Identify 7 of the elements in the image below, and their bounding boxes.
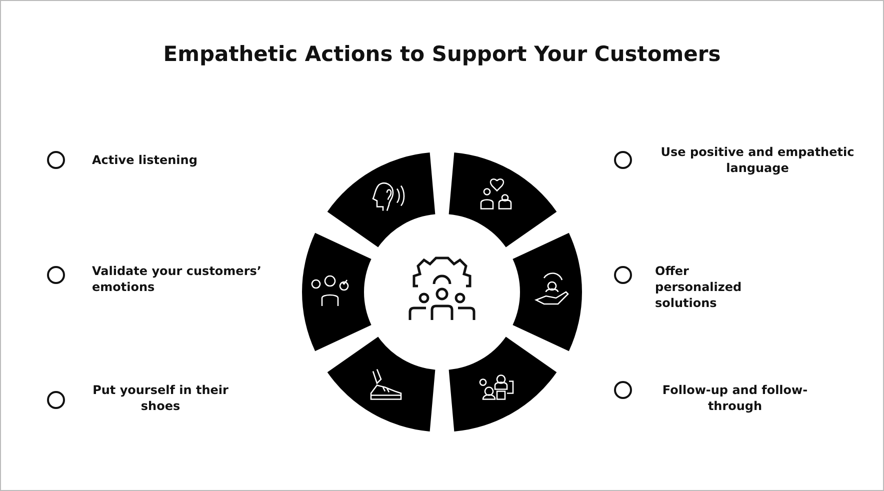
action-label: Offer personalized solutions: [655, 263, 743, 311]
action-label: Put yourself in their shoes: [92, 382, 230, 414]
action-label: Follow-up and follow-through: [661, 382, 809, 414]
action-label: Validate your customers’ emotions: [92, 263, 262, 295]
title: Empathetic Actions to Support Your Customers: [162, 42, 722, 66]
action-label: Active listening: [92, 152, 198, 168]
action-label: Use positive and empathetic language: [660, 144, 856, 176]
